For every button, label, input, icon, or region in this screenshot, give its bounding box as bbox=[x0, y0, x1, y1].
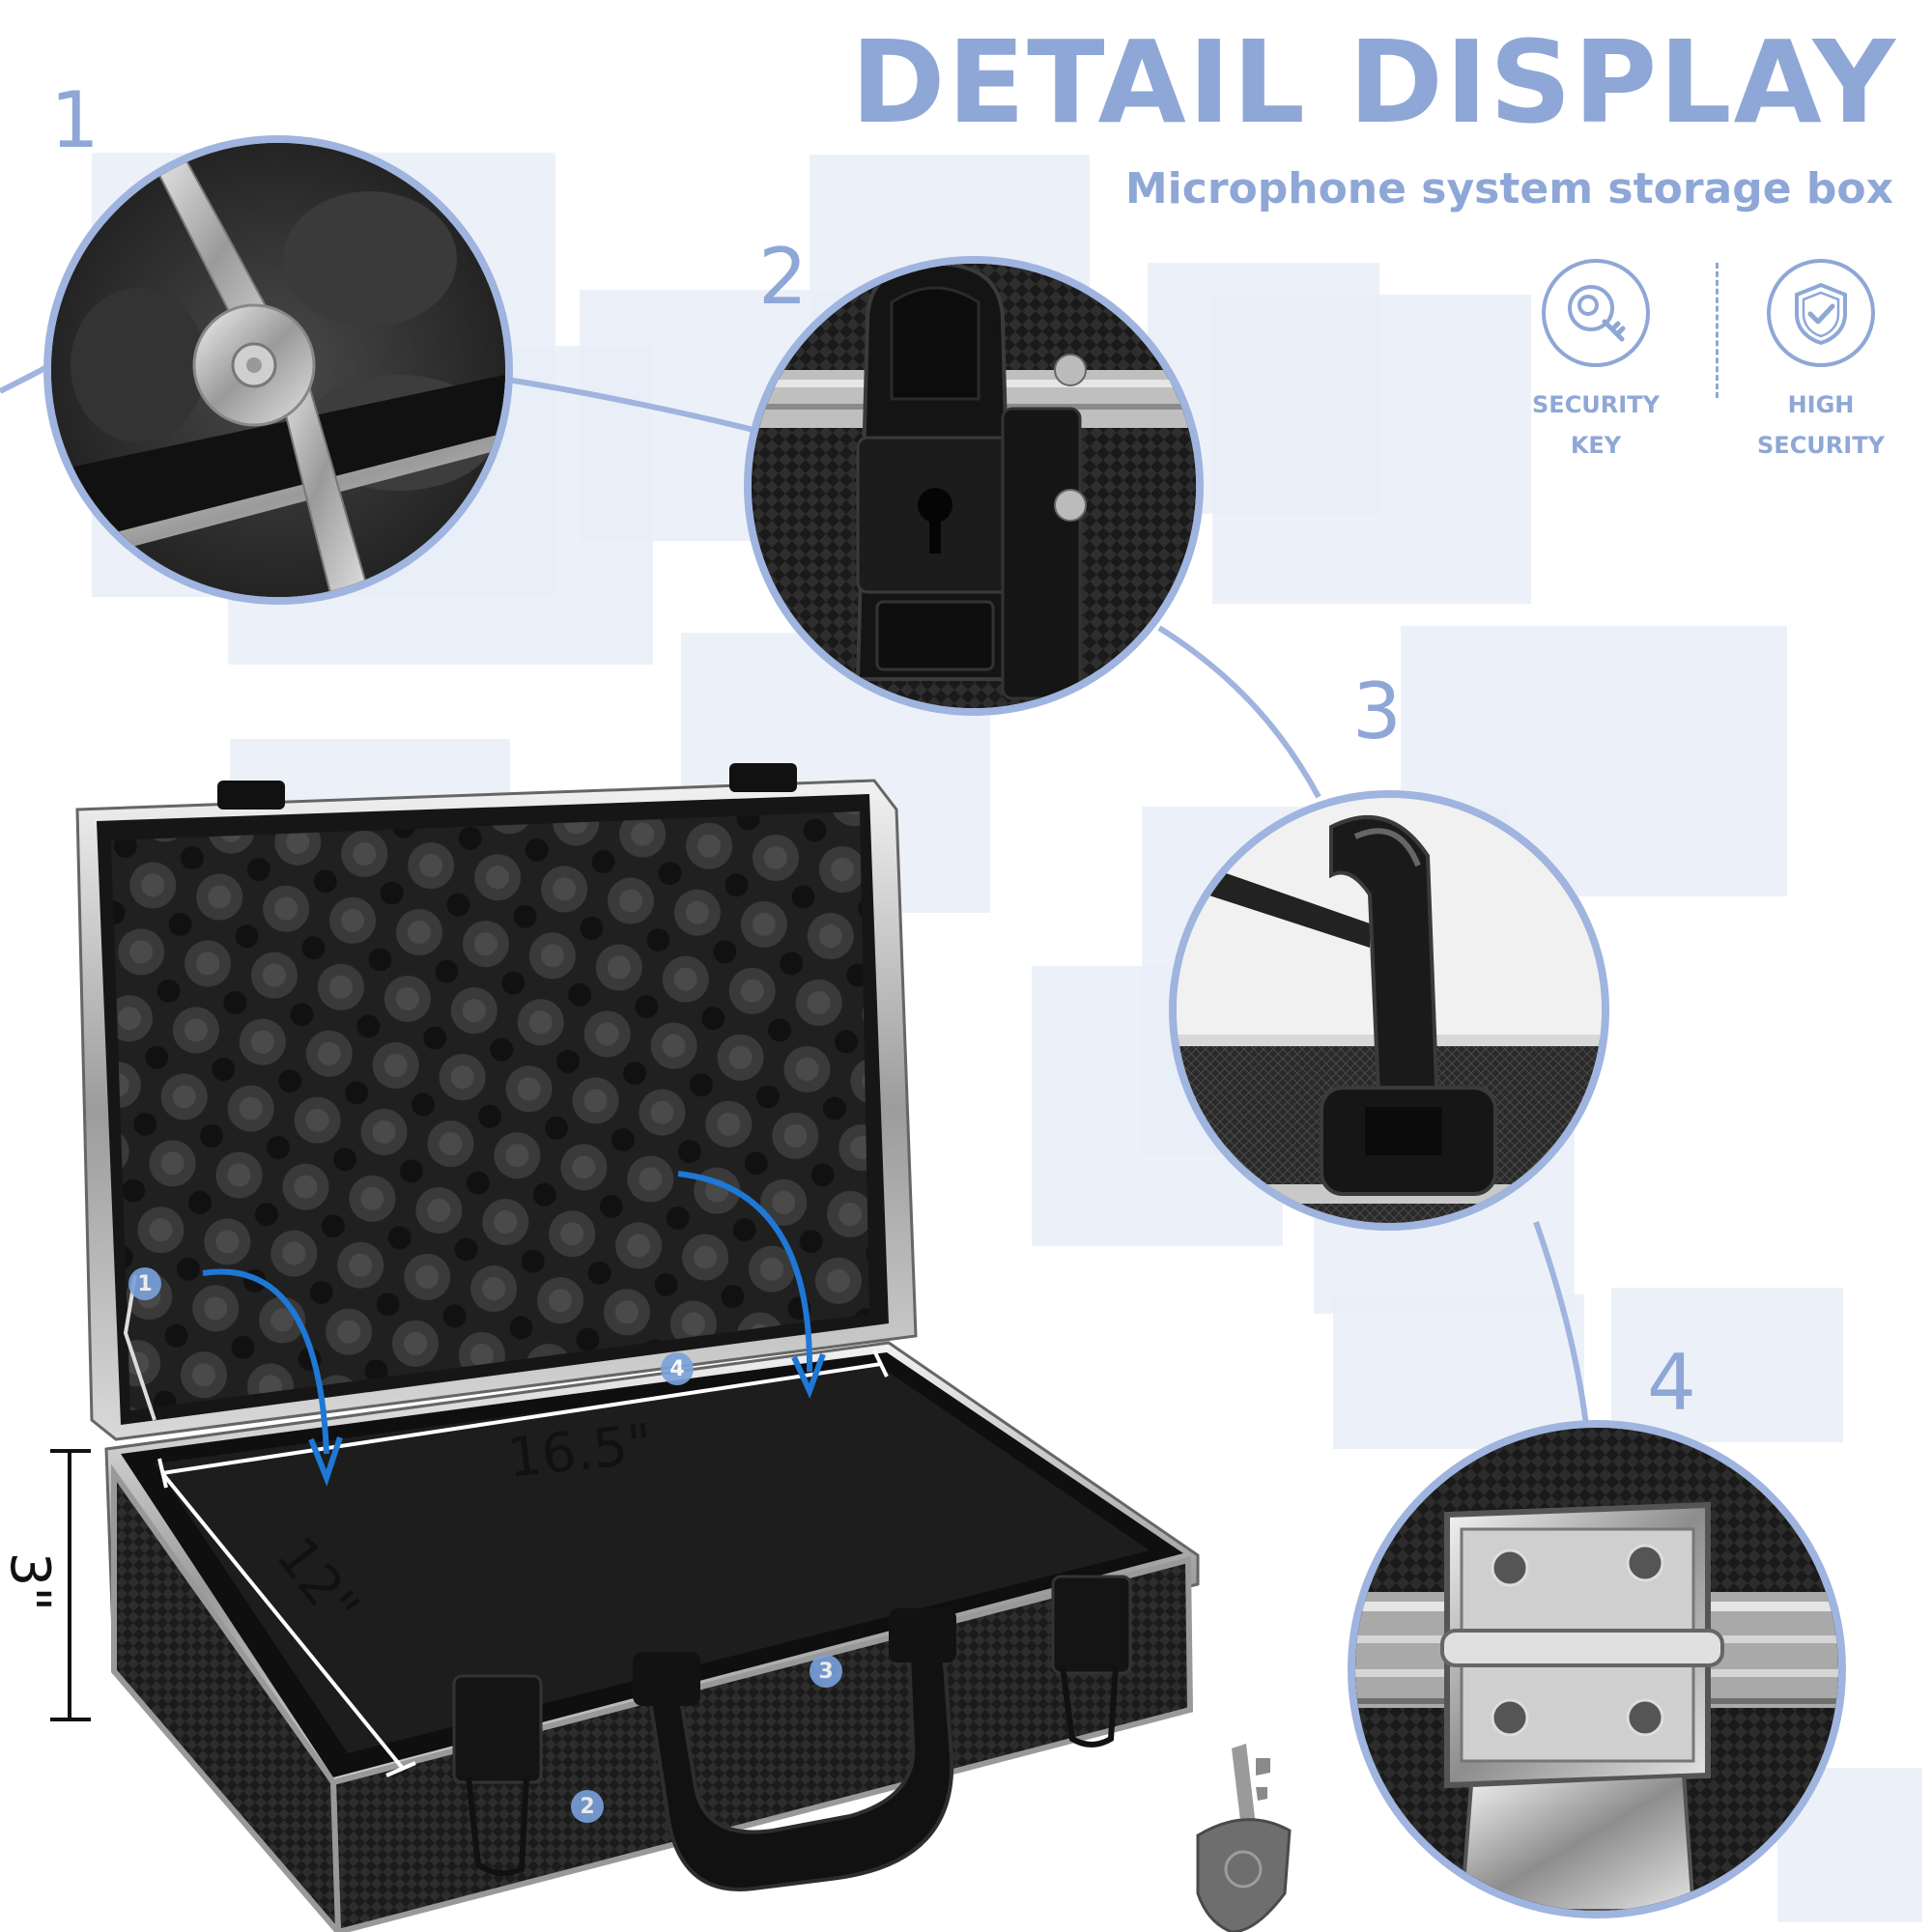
background-tile bbox=[1611, 1288, 1843, 1442]
detail-circle-latch bbox=[744, 256, 1204, 716]
latch-illustration bbox=[752, 264, 1196, 708]
case-badge-3: 3 bbox=[810, 1655, 842, 1688]
detail-number-4: 4 bbox=[1647, 1338, 1696, 1428]
feature-high-security: HIGH SECURITY bbox=[1739, 259, 1903, 466]
hinge-illustration bbox=[51, 143, 505, 597]
page-title: DETAIL DISPLAY bbox=[850, 15, 1897, 149]
case-badge-4: 4 bbox=[661, 1352, 694, 1385]
detail-number-3: 3 bbox=[1352, 667, 1402, 756]
detail-number-2: 2 bbox=[758, 232, 808, 322]
detail-circle-rear-hinge bbox=[1348, 1420, 1846, 1918]
background-tile bbox=[1333, 1294, 1584, 1449]
page-subtitle: Microphone system storage box bbox=[1124, 164, 1893, 213]
detail-circle-hinge bbox=[43, 135, 513, 605]
shield-check-icon bbox=[1795, 282, 1847, 346]
feature-label: SECURITY KEY bbox=[1532, 391, 1660, 459]
feature-divider bbox=[1716, 263, 1719, 398]
shield-icon-ring bbox=[1767, 259, 1875, 367]
case-badge-2: 2 bbox=[571, 1790, 604, 1823]
dimension-height: 3" bbox=[0, 1551, 62, 1612]
case-badge-1: 1 bbox=[128, 1267, 161, 1300]
detail-circle-handle bbox=[1169, 790, 1609, 1231]
feature-label: HIGH SECURITY bbox=[1757, 391, 1885, 459]
key-icon bbox=[1568, 285, 1626, 342]
key-icon-ring bbox=[1542, 259, 1650, 367]
feature-security-key: SECURITY KEY bbox=[1514, 259, 1678, 466]
rear-hinge-illustration bbox=[1355, 1428, 1838, 1911]
detail-number-1: 1 bbox=[50, 75, 99, 165]
background-tile bbox=[1212, 295, 1531, 604]
